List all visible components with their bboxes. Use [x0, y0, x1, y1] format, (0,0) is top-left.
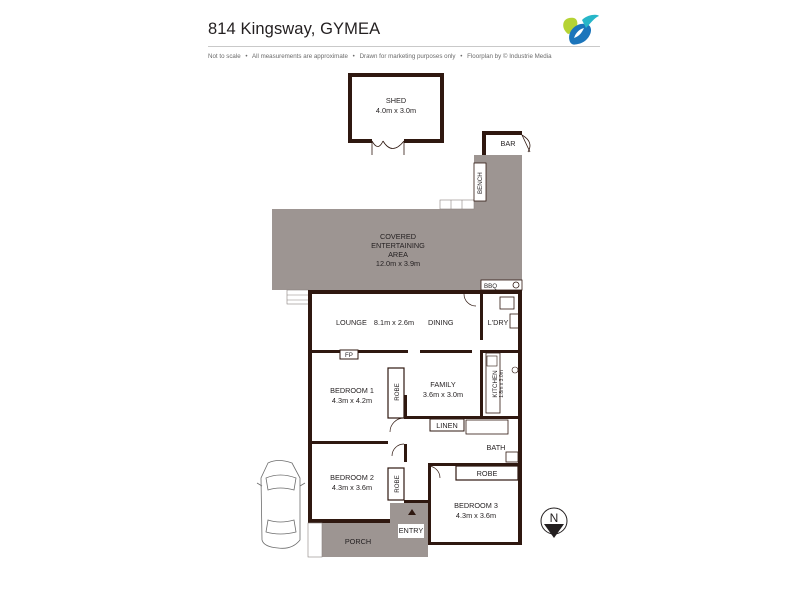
header-divider: [208, 46, 600, 47]
covered-label-line1: COVERED: [380, 232, 416, 241]
robe-2-label: ROBE: [394, 475, 401, 493]
kitchen-bench: [485, 352, 501, 414]
kitchen-size: 1.8m x 3.0m: [499, 370, 505, 398]
entry-tag: [398, 524, 424, 538]
lounge-label: LOUNGE: [336, 318, 367, 327]
covered-label-line2: ENTERTAINING: [371, 241, 425, 250]
covered-label-line3: AREA: [388, 250, 408, 259]
disclaimer-credit: Floorplan by © Industrie Media: [467, 53, 552, 60]
family-size: 3.6m x 3.0m: [423, 390, 463, 399]
porch-label: PORCH: [345, 537, 371, 546]
entry-label: ENTRY: [399, 526, 424, 535]
robe-1-label: ROBE: [394, 383, 401, 401]
linen-label: LINEN: [436, 421, 458, 430]
kitchen-label: KITCHEN: [492, 370, 499, 397]
bench: [473, 162, 487, 202]
disclaimer-bullet: •: [352, 53, 355, 60]
laundry: [483, 294, 518, 340]
bbq-grill-icon: [512, 281, 520, 289]
laundry-tub-icon: [509, 313, 521, 329]
fireplace-label: FP: [345, 352, 353, 359]
covered-entertaining-area: [272, 155, 522, 290]
cooktop-icon: [486, 355, 498, 367]
toilet-icon: [499, 296, 515, 310]
porch: [322, 523, 390, 557]
entry-arrow-icon: [408, 509, 416, 515]
side-steps: [286, 289, 310, 305]
disclaimer-not-to-scale: Not to scale: [208, 53, 241, 60]
lounge-dining-size: 8.1m x 2.6m: [374, 318, 414, 327]
dining-label: DINING: [428, 318, 454, 327]
north-label: N: [550, 511, 559, 525]
bath-label: BATH: [487, 443, 506, 452]
disclaimer-marketing: Drawn for marketing purposes only: [359, 53, 456, 60]
bedroom-1-size: 4.3m x 4.2m: [332, 396, 372, 405]
shed-label: SHED: [386, 96, 406, 105]
property-title: 814 Kingsway, GYMEA: [208, 20, 381, 38]
covered-size: 12.0m x 3.9m: [376, 259, 420, 268]
robe-2: [387, 467, 405, 501]
north-arrow-icon: [540, 507, 568, 538]
bedroom-1-label: BEDROOM 1: [330, 386, 374, 395]
disclaimer-bullet: •: [460, 53, 463, 60]
disclaimer-line: Not to scale • All measurements are appr…: [208, 53, 555, 60]
shed: [348, 73, 444, 155]
laundry-label: L'DRY: [488, 318, 509, 327]
bbq-label: BBQ: [484, 283, 497, 290]
porch-steps: [307, 522, 323, 558]
bench-label: BENCH: [477, 172, 484, 194]
leaf-logo-icon: [563, 14, 599, 45]
door-swings: [389, 293, 477, 479]
deck-steps: [439, 199, 475, 210]
sink-icon: [511, 366, 519, 374]
bedroom-2-label: BEDROOM 2: [330, 473, 374, 482]
disclaimer-bullet: •: [245, 53, 248, 60]
robe-3: [455, 465, 519, 481]
bedroom-3-size: 4.3m x 3.6m: [456, 511, 496, 520]
robe-1: [387, 367, 405, 419]
fireplace: [339, 349, 359, 360]
shed-size: 4.0m x 3.0m: [376, 106, 416, 115]
bedroom-3-label: BEDROOM 3: [454, 501, 498, 510]
bedroom-2-size: 4.3m x 3.6m: [332, 483, 372, 492]
robe-3-label: ROBE: [477, 469, 498, 478]
family-label: FAMILY: [430, 380, 456, 389]
car-icon: [256, 460, 306, 549]
bar: [482, 131, 531, 155]
bar-label: BAR: [500, 139, 515, 148]
bathtub-icon: [465, 419, 509, 435]
disclaimer-measurements: All measurements are approximate: [251, 53, 348, 60]
vanity-icon: [505, 451, 519, 463]
linen: [429, 418, 465, 432]
